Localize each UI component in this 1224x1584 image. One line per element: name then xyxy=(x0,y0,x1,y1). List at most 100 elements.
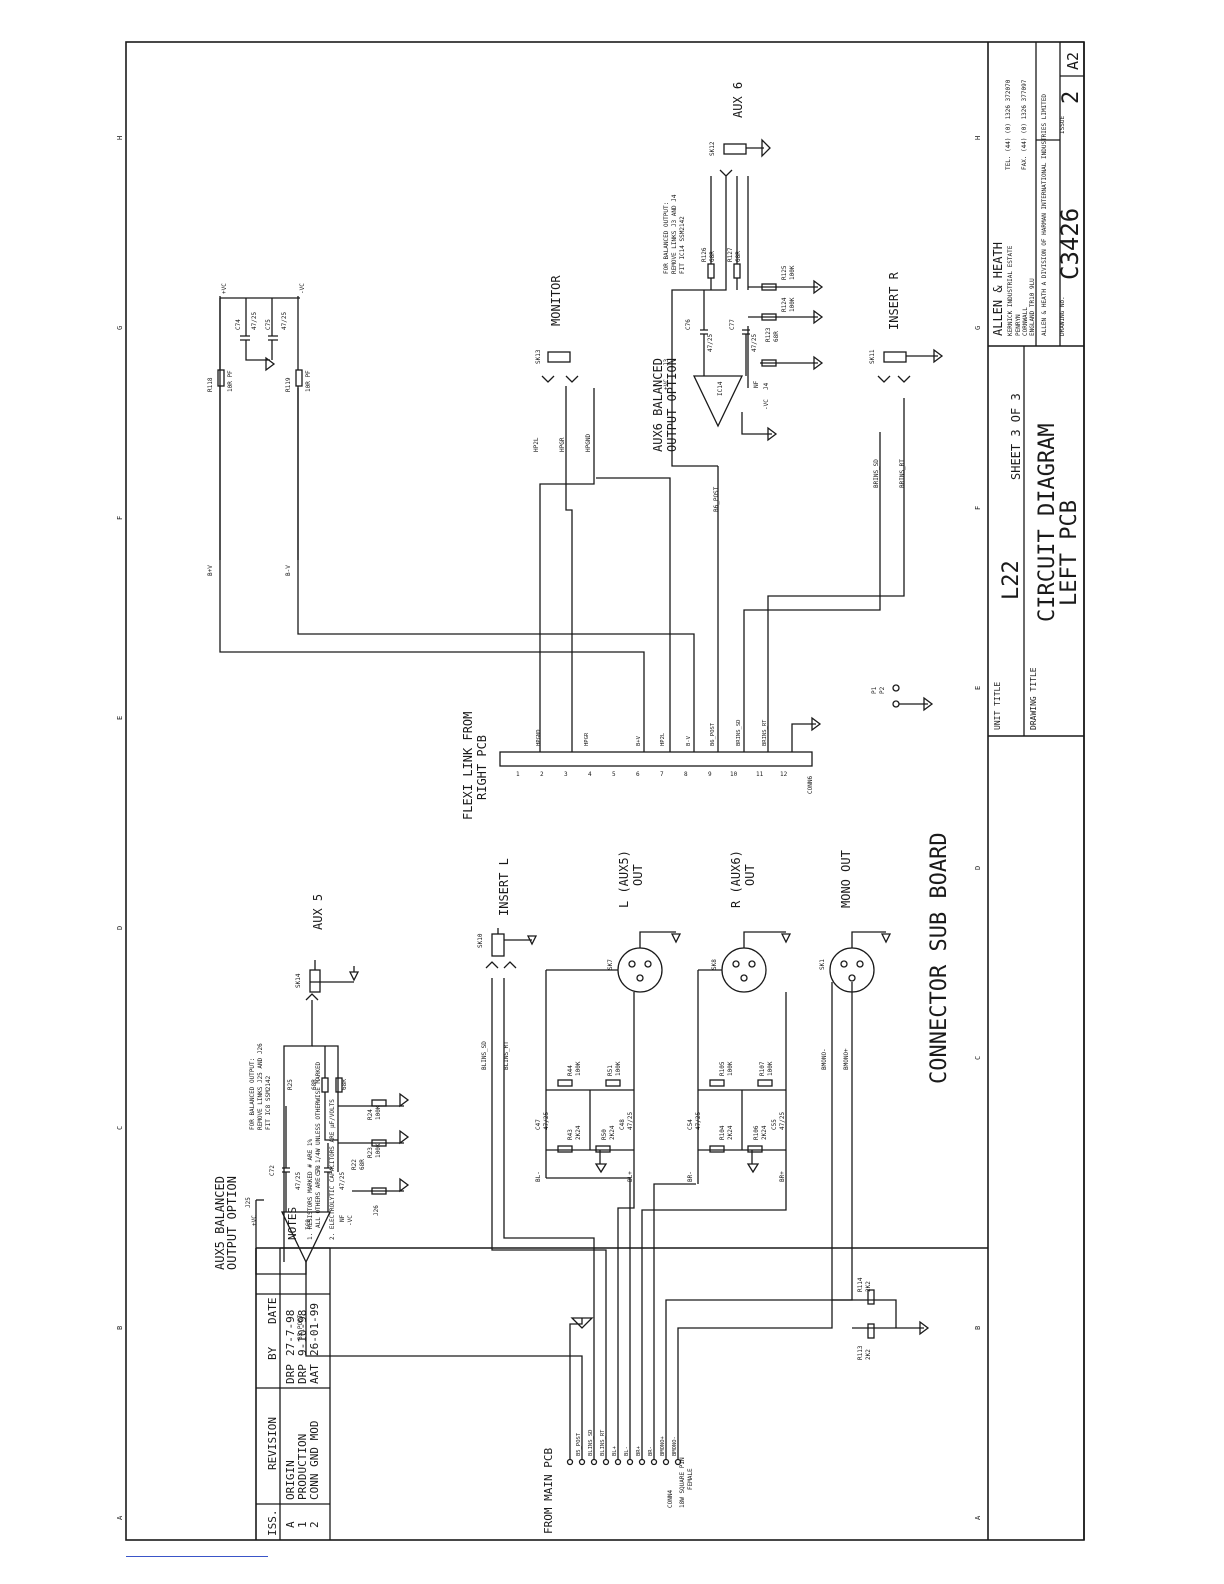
sk1-label: SK1 xyxy=(819,959,826,970)
address-line: CORNWALL xyxy=(1022,307,1029,336)
c77-value: 47/25 xyxy=(751,334,758,352)
flexi-pin-label: BRINS_RT xyxy=(762,719,768,746)
flexi-pin-num: 6 xyxy=(636,771,640,778)
ic8-pvc: +VC xyxy=(251,1215,258,1226)
r106-label: R106 xyxy=(753,1125,760,1140)
grid-mark: E xyxy=(974,686,982,690)
br-minus-label: BR- xyxy=(687,1171,694,1182)
grid-mark: A xyxy=(116,1515,124,1520)
grid-mark: D xyxy=(974,866,982,870)
grid-mark: F xyxy=(116,516,124,520)
b5post-label: B5_POST xyxy=(297,1314,304,1340)
monitor-label: MONITOR xyxy=(549,275,563,326)
rev-row-date: 27-7-98 xyxy=(284,1310,297,1356)
r23-label: R23 xyxy=(367,1147,374,1158)
rev-header-revision: REVISION xyxy=(266,1417,279,1470)
note-2: 2. ELECTROLYTIC CAPACITORS ARE μF/VOLTS xyxy=(329,1099,336,1240)
lr-output-network: R44 100K R51 100K R43 2K24 R50 2K24 C47 … xyxy=(535,1061,930,1360)
c55-value: 47/25 xyxy=(779,1112,786,1130)
r114-label: R114 xyxy=(857,1277,864,1292)
c76-value: 47/25 xyxy=(707,334,714,352)
j26-label: J26 xyxy=(373,1205,380,1216)
conn6-flexi-link: FLEXI LINK FROM RIGHT PCB CONN6 1 2 3 4 … xyxy=(219,297,934,820)
address-line: KERNICK INDUSTRIAL ESTATE xyxy=(1007,245,1014,336)
br-plus-label: BR+ xyxy=(779,1171,786,1182)
grid-mark: C xyxy=(974,1056,982,1060)
pin-label: BR- xyxy=(648,1446,654,1456)
c76-label: C76 xyxy=(685,319,692,330)
grid-mark: B xyxy=(116,1326,124,1330)
rev-row-iss: 2 xyxy=(308,1521,321,1528)
bmono-minus-label: BMONO- xyxy=(821,1048,828,1070)
j25-label: J25 xyxy=(245,1197,252,1208)
nvc-label: -VC xyxy=(299,283,306,294)
grid-mark: H xyxy=(116,136,124,140)
grid-mark: B xyxy=(974,1326,982,1330)
r118-value: 10R PF xyxy=(227,370,234,392)
company-name: ALLEN & HEATH xyxy=(991,242,1005,336)
r43-value: 2K24 xyxy=(575,1125,582,1140)
j3-label: J3 xyxy=(663,358,670,366)
r23-value: 100K xyxy=(375,1143,382,1158)
r113-label: R113 xyxy=(857,1345,864,1360)
r125-label: R125 xyxy=(781,265,788,280)
drawing-title-line1: CIRCUIT DIAGRAM xyxy=(1035,423,1060,622)
notes-heading: NOTES xyxy=(286,1207,299,1240)
sheet-size: A2 xyxy=(1064,52,1082,70)
rev-row-desc: CONN GND MOD xyxy=(308,1421,321,1500)
r124-label: R124 xyxy=(781,297,788,312)
p2-label: P2 xyxy=(879,686,886,694)
b6post-label: B6_POST xyxy=(713,486,720,512)
r106-value: 2K24 xyxy=(761,1125,768,1140)
c72-label: C72 xyxy=(269,1165,276,1176)
p1-label: P1 xyxy=(871,686,878,694)
pin-label: BMONO- xyxy=(672,1436,678,1456)
grid-mark: A xyxy=(974,1515,982,1520)
division-note: ALLEN & HEATH A DIVISION OF HARMAN INTER… xyxy=(1041,94,1048,336)
r118-label: R118 xyxy=(207,377,214,392)
r105-label: R105 xyxy=(719,1061,726,1076)
flexi-pin-num: 4 xyxy=(588,771,592,778)
c75-value: 47/25 xyxy=(281,312,288,330)
ic14-label: IC14 xyxy=(717,381,724,396)
ic8-nf: NF xyxy=(339,1214,346,1222)
aux5-bal-label1: AUX5 BALANCED xyxy=(213,1176,227,1270)
pin-label: BL- xyxy=(624,1446,630,1456)
c74-label: C74 xyxy=(235,319,242,330)
conn4-main-pcb: FROM MAIN PCB CONN4 18W SQUARE PIN FEMAL… xyxy=(305,978,853,1534)
pvc-label: +VC xyxy=(221,283,228,294)
hpgr-label: HPGR xyxy=(559,437,566,452)
drawing-title-label: DRAWING TITLE xyxy=(1029,667,1038,730)
flexi-pin-num: 11 xyxy=(756,771,764,778)
board-title: CONNECTOR SUB BOARD xyxy=(927,832,952,1084)
rev-row-by: DRP xyxy=(296,1364,309,1384)
output-jacks: INSERT L SK10 BLINS_SD BLINS_RT L (AUX5)… xyxy=(477,850,892,1184)
revision-table: ISS. REVISION BY DATE A 1 2 ORIGIN PRODU… xyxy=(255,1061,988,1540)
grid-marks-bottom: A B C D E F G H xyxy=(116,136,124,1520)
r127-label: R127 xyxy=(727,247,734,262)
r22-value: 68R xyxy=(359,1159,366,1170)
flexi-pin-num: 2 xyxy=(540,771,544,778)
grid-mark: F xyxy=(974,506,982,510)
address-line: PENRYN xyxy=(1015,314,1022,336)
rev-row-iss: A xyxy=(284,1521,297,1528)
r22-label: R22 xyxy=(351,1159,358,1170)
bpv-label: B+V xyxy=(207,565,214,576)
rev-row-desc: ORIGIN xyxy=(284,1460,297,1500)
flexi-pin-num: 1 xyxy=(516,771,520,778)
insert-l-label: INSERT L xyxy=(497,858,511,916)
note-1-cont: ALL OTHERS ARE 5% 1/4W UNLESS OTHERWISE … xyxy=(315,1061,322,1228)
c77-label: C77 xyxy=(729,319,736,330)
flexi-pin-label: HPGND xyxy=(536,729,542,746)
c75-label: C75 xyxy=(265,319,272,330)
r119-value: 10R PF xyxy=(305,370,312,392)
unit-title-label: UNIT TITLE xyxy=(993,682,1002,730)
grid-mark: E xyxy=(116,716,124,720)
grid-marks-right: A B C D E F G H xyxy=(974,136,982,1520)
drawing-number: C3426 xyxy=(1056,208,1084,280)
r104-label: R104 xyxy=(719,1125,726,1140)
r127-value: 68R xyxy=(735,251,742,262)
r50-value: 2K24 xyxy=(609,1125,616,1140)
flexi-pin-num: 7 xyxy=(660,771,664,778)
flexi-pin-num: 12 xyxy=(780,771,788,778)
